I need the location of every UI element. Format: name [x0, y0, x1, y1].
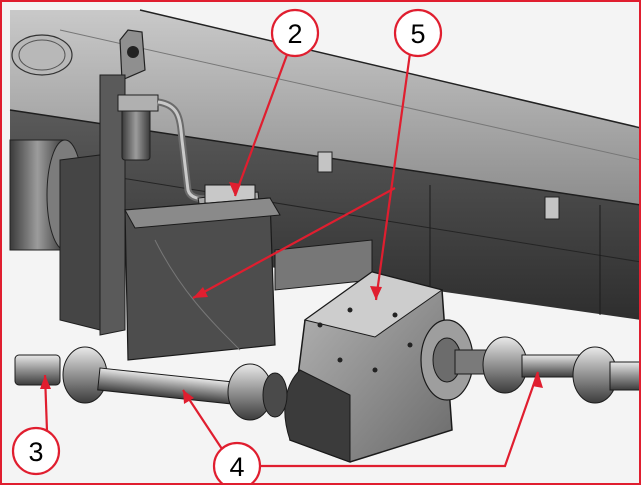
callout-4-label: 4: [229, 452, 244, 482]
leader-5a: [192, 187, 396, 299]
callout-5: 5: [393, 8, 443, 58]
callout-2: 2: [270, 8, 320, 58]
arrow-5b: [370, 286, 382, 300]
callout-4: 4: [212, 441, 262, 485]
leader-4b: [259, 371, 540, 468]
flange-plate: [11, 34, 73, 76]
arrow-3: [40, 375, 51, 389]
arrow-4b: [532, 372, 543, 388]
arrow-2: [229, 182, 241, 196]
gearbox-housing-left: [124, 197, 281, 361]
drive-shaft-right: [454, 336, 641, 404]
arrow-4a: [183, 390, 194, 404]
callout-arrowheads: [40, 182, 543, 404]
callout-leaders: [43, 45, 540, 468]
callout-5-label: 5: [410, 19, 425, 49]
callout-2-label: 2: [287, 19, 302, 49]
gearbox-housing-right: [284, 271, 474, 463]
drive-shaft-left: [14, 346, 288, 421]
lifting-eye: [119, 29, 146, 81]
leader-2: [233, 51, 290, 197]
arrow-5a: [193, 287, 208, 298]
support-post: [59, 74, 126, 336]
callout-3: 3: [11, 426, 61, 476]
leader-5b: [374, 45, 413, 301]
callout-3-label: 3: [28, 437, 43, 467]
